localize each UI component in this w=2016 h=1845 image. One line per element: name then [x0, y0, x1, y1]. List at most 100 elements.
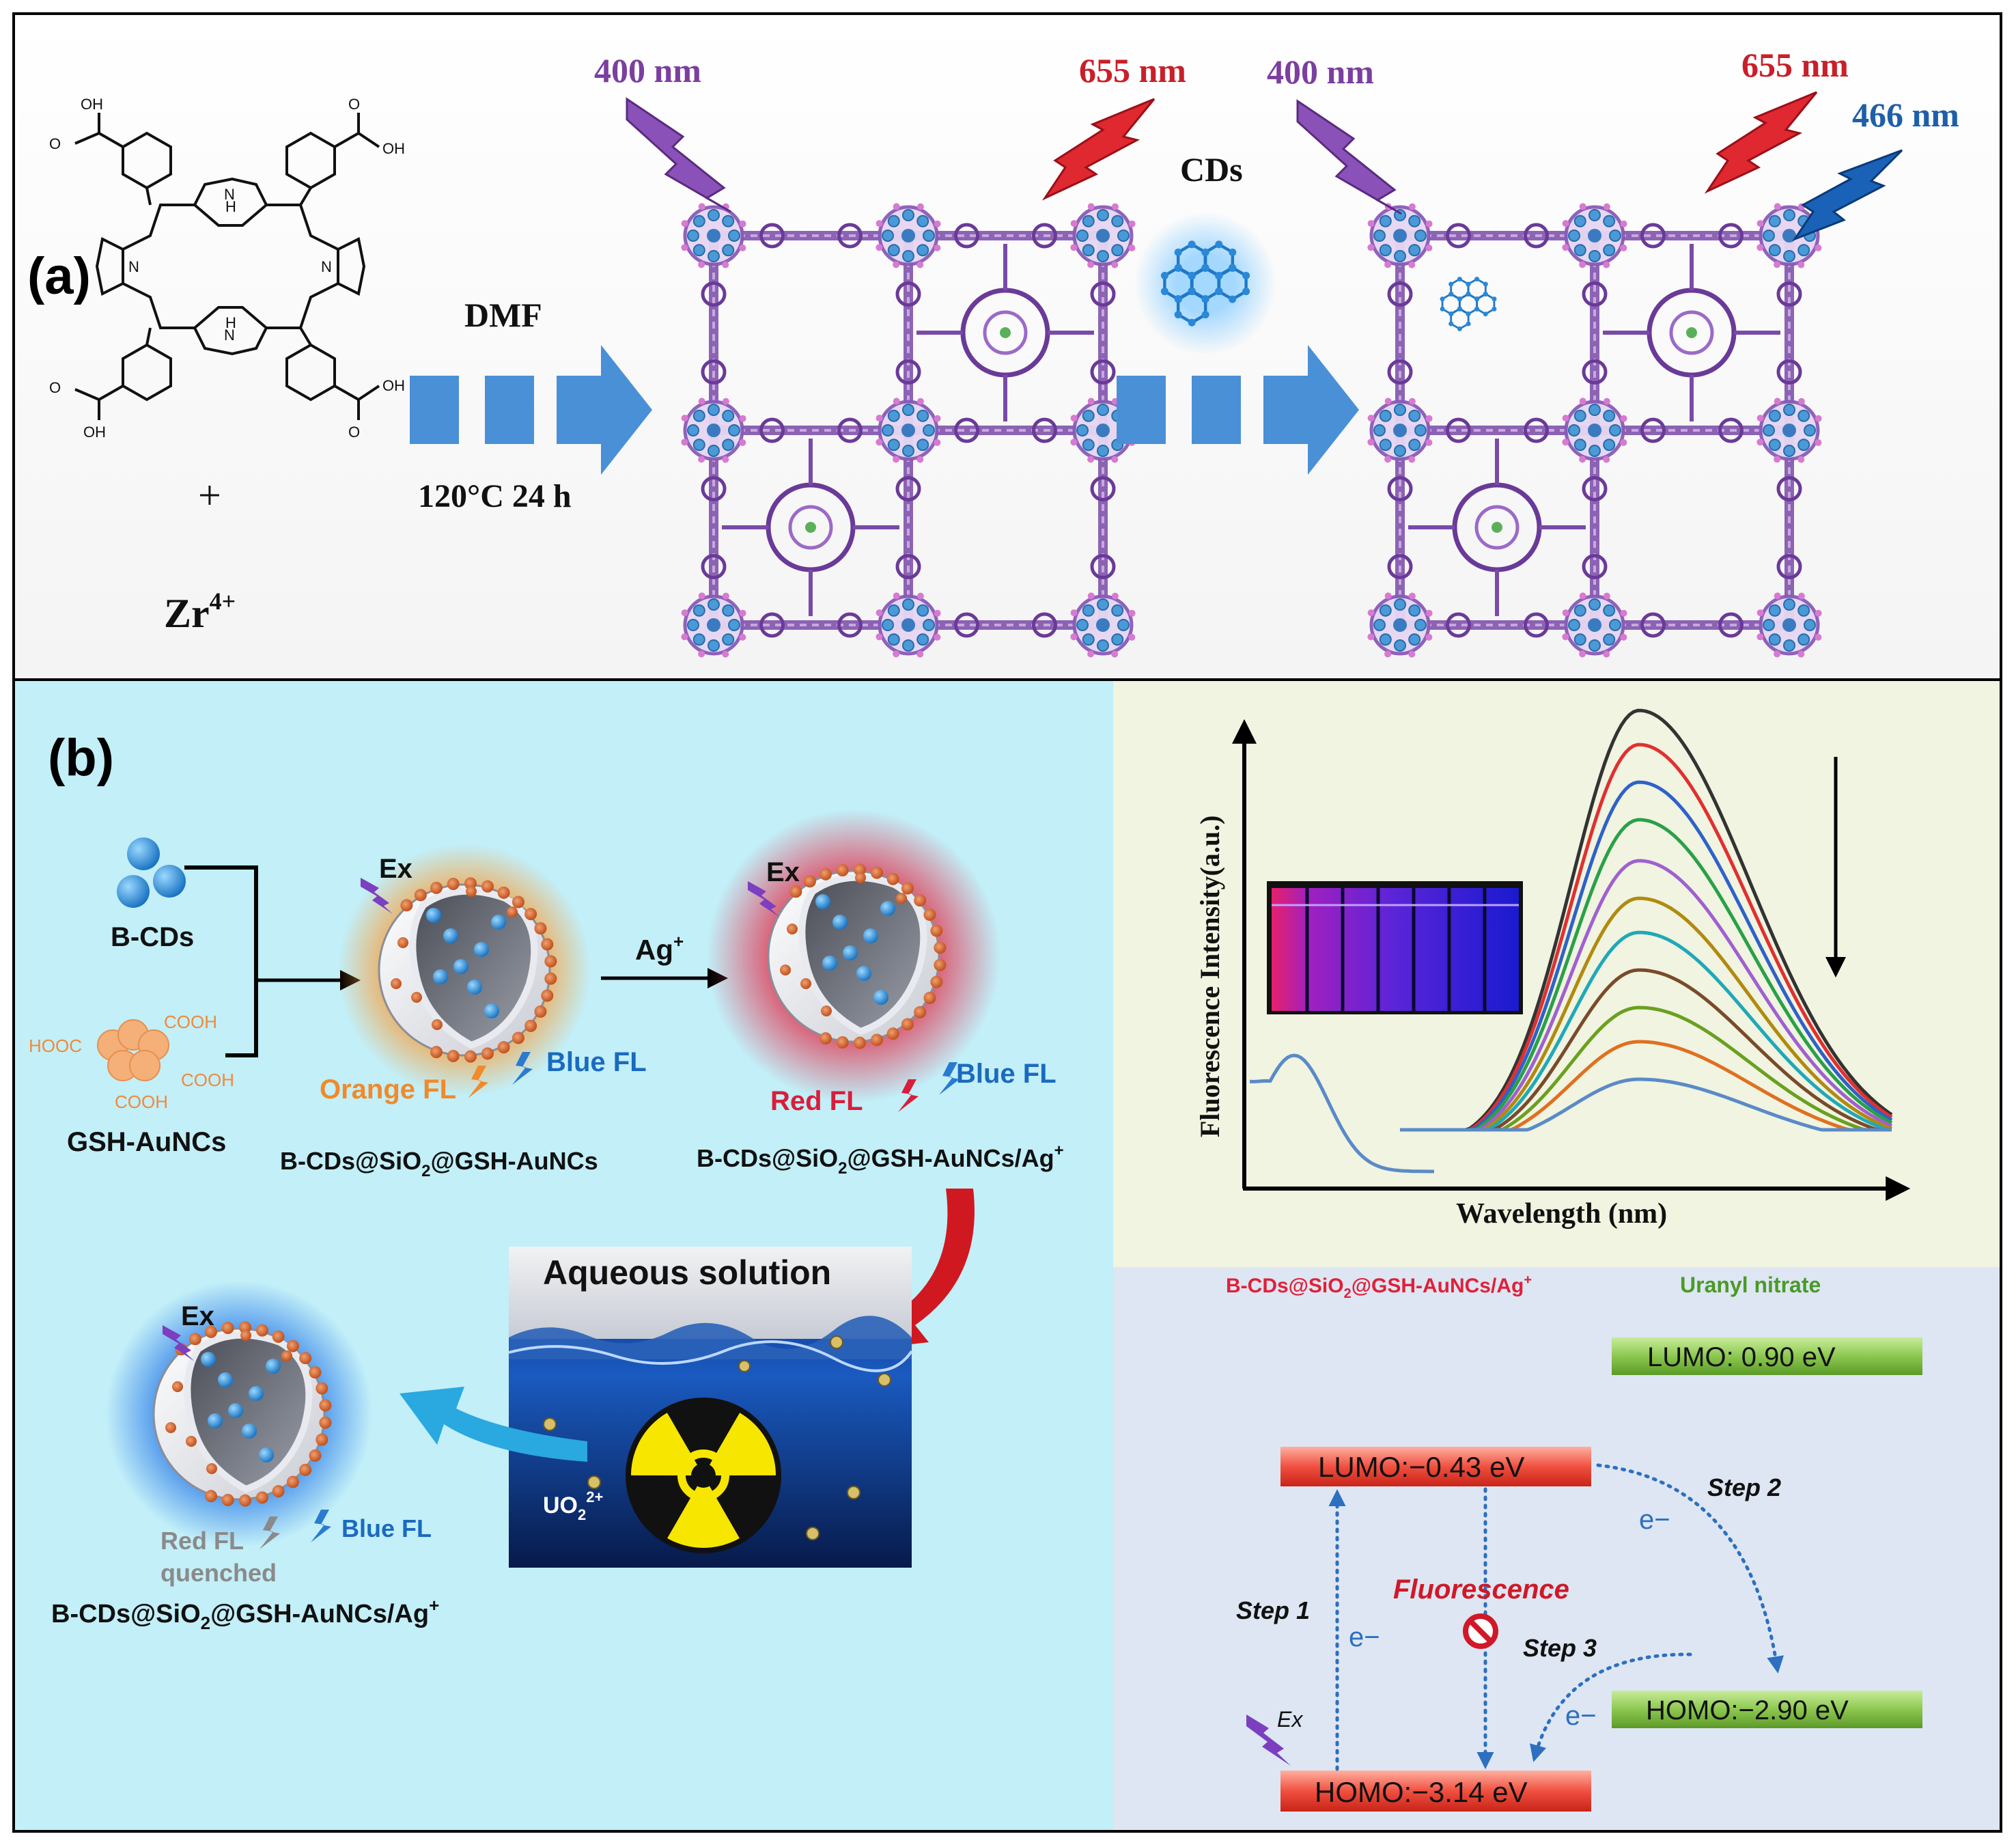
lumo-right-bar: [1612, 1337, 1922, 1375]
step1-label: Step 1: [1236, 1596, 1310, 1624]
red-fl-label: Red FL: [770, 1086, 863, 1116]
svg-text:O: O: [49, 379, 61, 396]
b-cds-particles: [117, 837, 186, 908]
spectrum-curves: [1249, 708, 1893, 1174]
svg-text:N: N: [128, 258, 139, 275]
ex-bolt-2: [748, 881, 780, 917]
aqueous-scene: [508, 1247, 913, 1568]
composite-label-1: B-CDs@SiO2@GSH-AuNCs: [280, 1147, 598, 1180]
panel-b-left: (b) B-CDs HOOC COOH COOH COOH GSH-AuNCs …: [14, 680, 1113, 1831]
electron-label-3: e−: [1565, 1701, 1597, 1731]
ex-label-2: Ex: [766, 857, 800, 887]
svg-text:H: H: [225, 198, 236, 215]
red-bolt-left: [1041, 98, 1156, 201]
ex-label-4: Ex: [1277, 1707, 1303, 1732]
electron-label-1: e−: [1349, 1622, 1380, 1652]
spectrum-panel: Fluorescence Intensity(a.u.) Wavelength …: [1113, 680, 2001, 1267]
electron-label-2: e−: [1639, 1505, 1670, 1535]
svg-text:O: O: [348, 424, 360, 441]
violet-bolt-right: [1296, 99, 1402, 215]
blue-fl-label-2: Blue FL: [956, 1059, 1056, 1089]
light-400-left-label: 400 nm: [594, 51, 701, 89]
uranyl-particles: [543, 1335, 891, 1540]
nanoparticle-red: [707, 809, 1000, 1103]
step3-arrow: [1530, 1652, 1692, 1762]
orange-fl-label: Orange FL: [320, 1074, 456, 1105]
nanoparticle-blue: [106, 1281, 372, 1547]
panel-a: (a) OH O O OH O O: [12, 12, 2002, 681]
light-655-left-label: 655 nm: [1079, 51, 1186, 89]
light-400-right-label: 400 nm: [1267, 53, 1374, 91]
cds-label: CDs: [1180, 150, 1243, 189]
uranyl-ion-label: UO22+: [543, 1488, 603, 1523]
light-655-right-label: 655 nm: [1741, 46, 1849, 84]
svg-text:OH: OH: [382, 377, 405, 394]
svg-text:N: N: [224, 327, 235, 344]
energy-diagram: B-CDs@SiO2@GSH-AuNCs/Ag+ Uranyl nitrate …: [1113, 1267, 2001, 1831]
reaction-conditions: 120°C 24 h: [418, 478, 572, 514]
homo-right-label: HOMO:−2.90 eV: [1646, 1695, 1849, 1725]
step3-label: Step 3: [1523, 1634, 1597, 1662]
panel-a-label: (a): [27, 247, 91, 305]
ex-bolt-1: [361, 878, 393, 914]
ex-bolt-3: [163, 1325, 195, 1361]
step2-arrow: [1596, 1463, 1784, 1674]
svg-text:OH: OH: [382, 140, 405, 157]
ex-bolt-4: [1246, 1715, 1291, 1766]
gsh-aunc-label: GSH-AuNCs: [67, 1127, 226, 1157]
gsh-aunc-cluster: [97, 1019, 169, 1081]
lumo-right-label: LUMO: 0.90 eV: [1647, 1342, 1836, 1372]
energy-title-left: B-CDs@SiO2@GSH-AuNCs/Ag+: [1226, 1273, 1532, 1301]
quenched-label: quenched: [160, 1559, 277, 1587]
svg-text:O: O: [348, 96, 360, 113]
svg-text:N: N: [224, 186, 235, 203]
radiation-icon: [628, 1400, 779, 1541]
spectrum-y-label: Fluorescence Intensity(a.u.): [1194, 816, 1225, 1137]
solvent-label: DMF: [464, 296, 542, 334]
loading-arrow: [1117, 345, 1359, 475]
red-fl-bolt: [898, 1079, 919, 1112]
composite-label-2: B-CDs@SiO2@GSH-AuNCs/Ag+: [697, 1141, 1064, 1178]
spectrum-x-label: Wavelength (nm): [1456, 1198, 1667, 1230]
prohibited-icon: [1463, 1613, 1498, 1649]
red-fl-quenched-label: Red FL: [160, 1527, 244, 1555]
svg-text:OH: OH: [81, 96, 103, 113]
violet-bolt-left: [626, 97, 731, 213]
homo-right-bar: [1612, 1691, 1922, 1728]
panel-b-label: (b): [48, 729, 114, 787]
carboxyl-labels: HOOC COOH COOH COOH: [29, 1012, 234, 1112]
carbon-dot-glyph: [1134, 212, 1277, 355]
svg-text:OH: OH: [83, 424, 106, 441]
svg-text:H: H: [225, 314, 236, 331]
blue-bolt: [1792, 149, 1903, 242]
ag-ion-label: Ag+: [635, 931, 684, 966]
composite-label-3: B-CDs@SiO2@GSH-AuNCs/Ag+: [51, 1595, 439, 1633]
ex-label-1: Ex: [379, 854, 412, 884]
tcpp-molecule: [74, 113, 380, 420]
aqueous-title: Aqueous solution: [543, 1253, 831, 1292]
combine-bracket: [184, 865, 258, 1057]
b-cds-label: B-CDs: [111, 922, 194, 952]
blue-fl-bolt-1: [512, 1052, 533, 1085]
step2-label: Step 2: [1707, 1473, 1781, 1501]
light-466-label: 466 nm: [1852, 96, 1959, 134]
blue-fl-bolt-2: [939, 1062, 960, 1095]
mof-framework-left: [681, 203, 1136, 658]
grey-fl-bolt: [260, 1516, 280, 1549]
lumo-left-label: LUMO:−0.43 eV: [1318, 1451, 1524, 1483]
panel-b-frame: [12, 678, 2002, 1833]
red-bolt-right: [1704, 91, 1818, 194]
homo-left-bar: [1280, 1771, 1591, 1812]
cuvette-photo: [1267, 881, 1523, 1014]
ex-label-3: Ex: [181, 1301, 214, 1331]
lumo-left-bar: [1280, 1447, 1591, 1486]
mof-framework-right: [1367, 203, 1822, 658]
svg-text:O: O: [49, 135, 61, 152]
svg-text:HOOC: HOOC: [29, 1036, 82, 1056]
panel-a-frame: [12, 12, 2002, 681]
plus-sign: +: [198, 473, 221, 518]
blue-fl-bolt-3: [311, 1510, 331, 1542]
nanoparticle-orange: [338, 844, 591, 1096]
